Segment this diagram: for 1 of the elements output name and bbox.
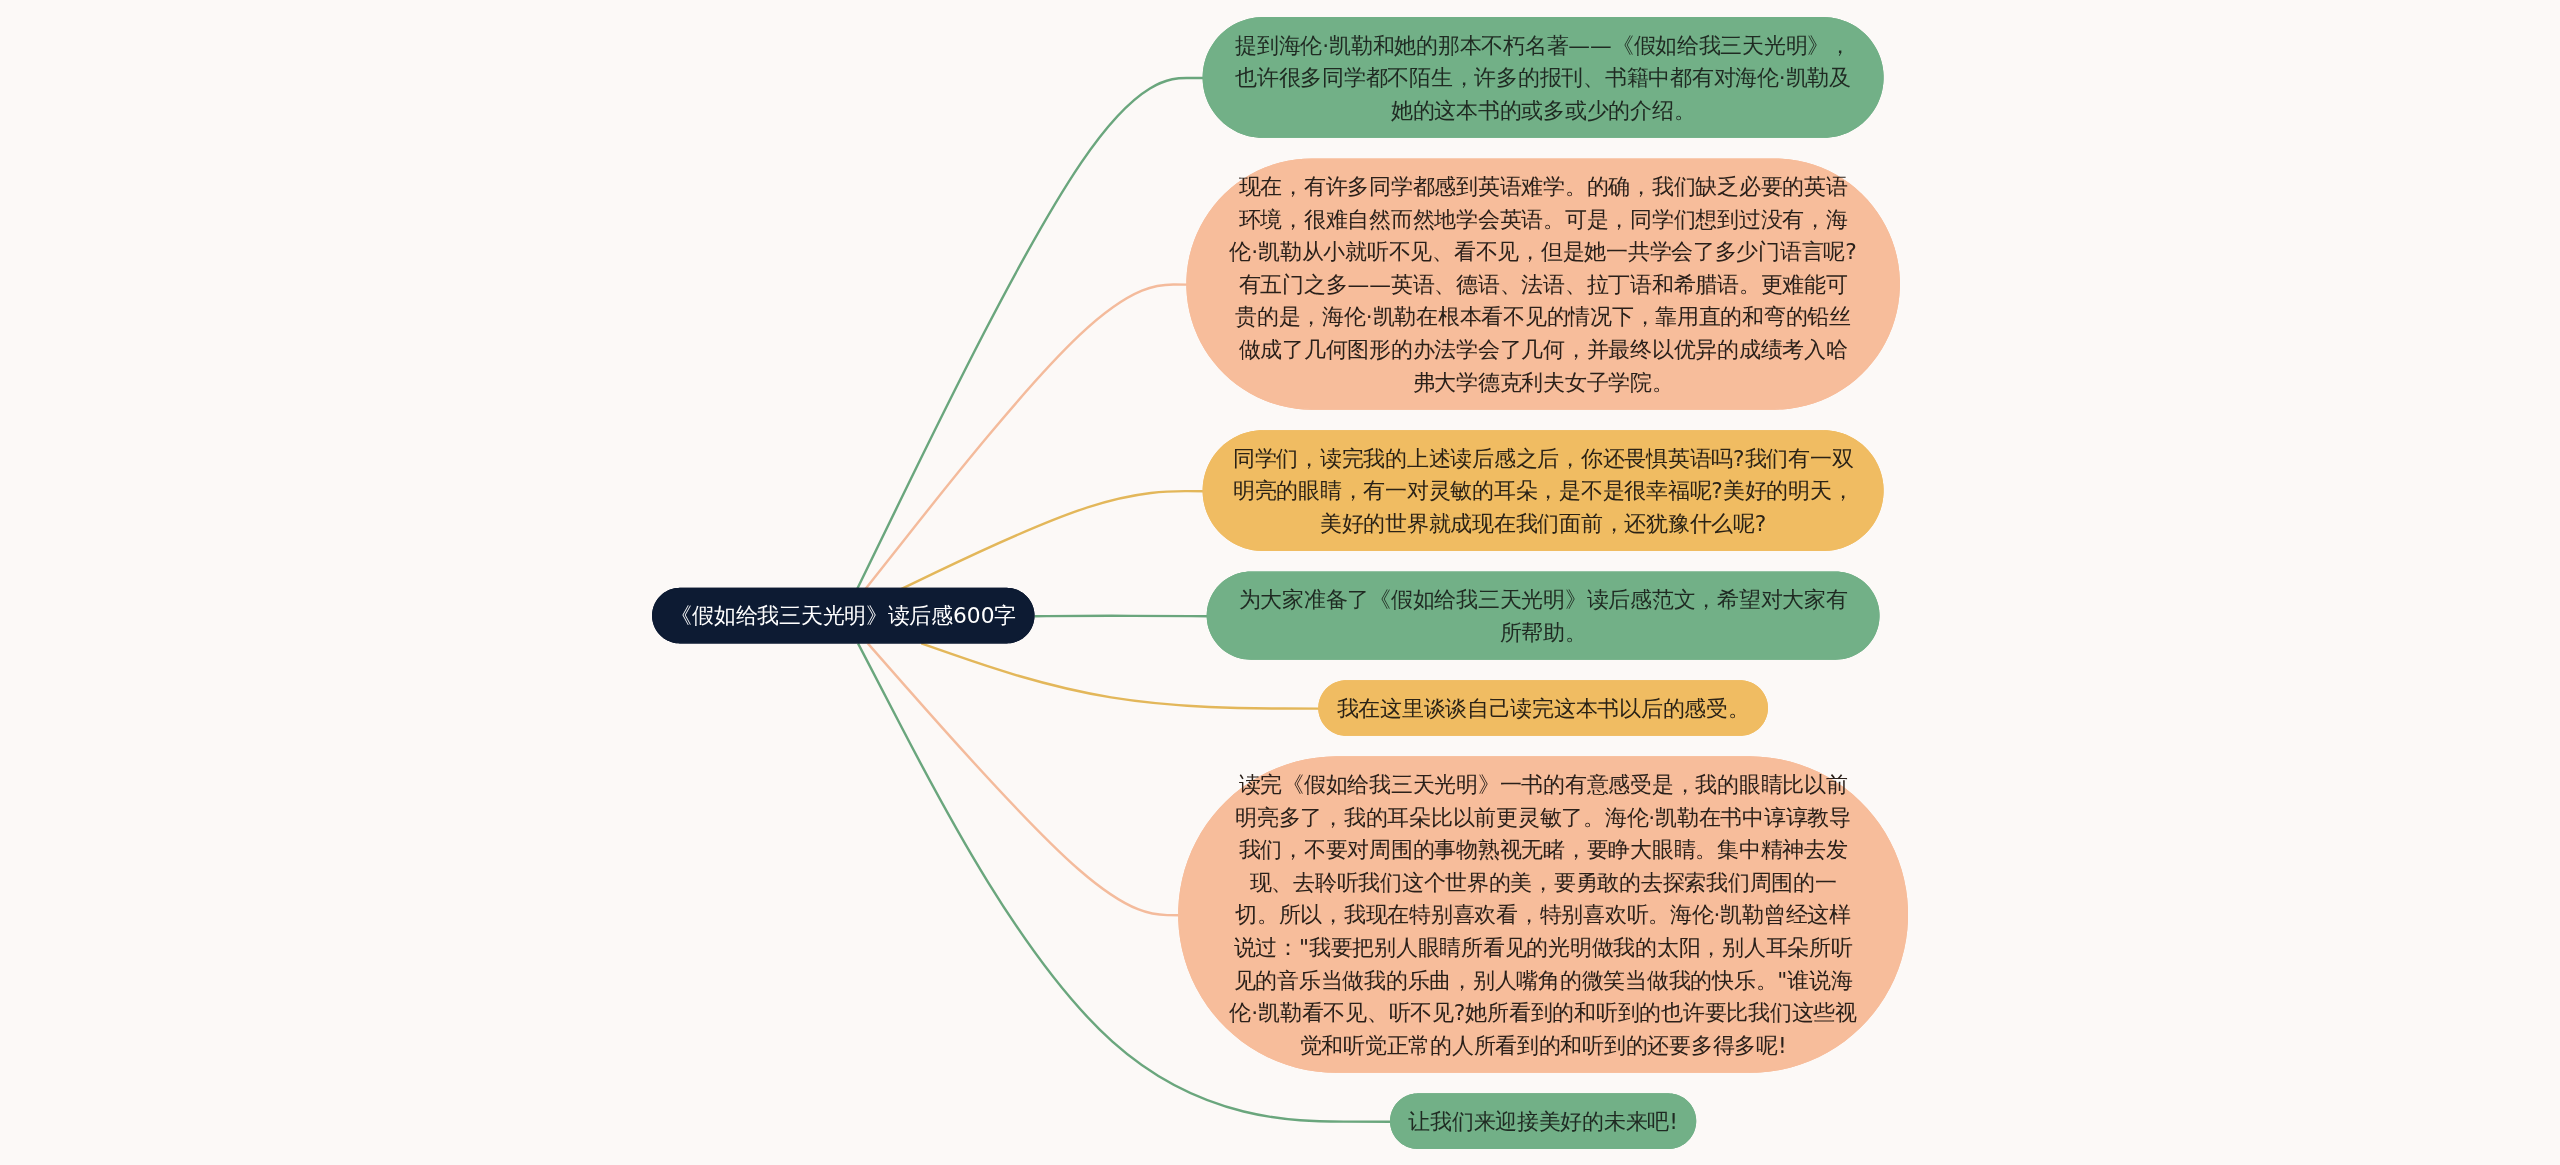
connector [1034,614,1208,617]
